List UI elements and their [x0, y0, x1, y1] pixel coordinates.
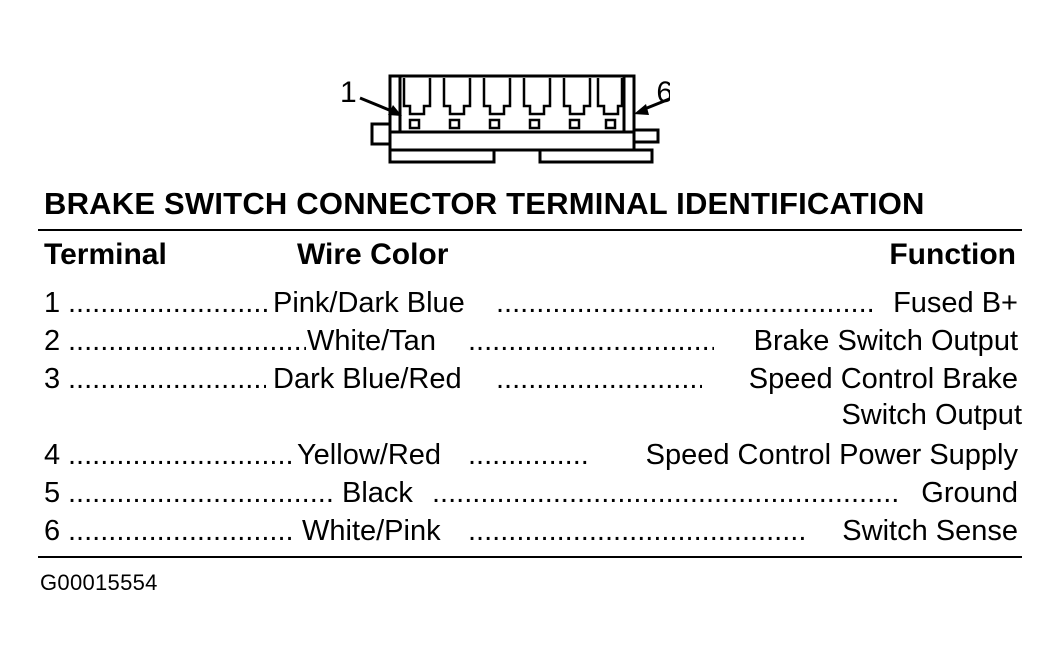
pin-1-arrow	[359, 96, 402, 116]
divider-bottom	[38, 556, 1022, 558]
terminal-number: 4	[44, 439, 61, 471]
terminal-number: 2	[44, 325, 61, 357]
figure-id: G00015554	[40, 570, 158, 595]
table-row: 3 ......................................…	[44, 360, 1018, 398]
table-row: 1 ......................................…	[44, 284, 1018, 322]
header-function: Function	[889, 238, 1016, 271]
table-row: 2 ......................................…	[44, 322, 1018, 360]
connector-housing	[370, 74, 660, 164]
header-terminal: Terminal	[44, 238, 167, 271]
leader-dots: ........................................…	[468, 325, 714, 357]
pin-1-label: 1	[340, 76, 357, 109]
terminal-cavity-3	[482, 78, 512, 130]
function-continuation: Switch Output	[841, 399, 1022, 431]
terminal-cavity-1	[402, 78, 432, 130]
function: Fused B+	[893, 287, 1018, 319]
terminal-number: 1	[44, 287, 61, 319]
leader-dots: ..............................	[468, 439, 590, 471]
connector-diagram: 1 6	[340, 74, 670, 164]
header-wire-color: Wire Color	[297, 238, 449, 271]
wire-color: Pink/Dark Blue	[273, 287, 465, 319]
terminal-number: 6	[44, 515, 61, 547]
function: Speed Control Brake	[748, 363, 1018, 395]
terminal-cavity-2	[442, 78, 472, 130]
leader-dots: ........................................…	[68, 477, 334, 509]
function: Speed Control Power Supply	[645, 439, 1018, 471]
leader-dots: ........................................…	[68, 515, 294, 547]
table-row: 5 ......................................…	[44, 474, 1018, 512]
table-title: BRAKE SWITCH CONNECTOR TERMINAL IDENTIFI…	[44, 186, 925, 221]
terminal-number: 3	[44, 363, 61, 395]
leader-dots: ........................................…	[432, 477, 902, 509]
terminal-number: 5	[44, 477, 61, 509]
wire-color: White/Tan	[307, 325, 436, 357]
divider-top	[38, 229, 1022, 231]
leader-dots: ........................................…	[496, 363, 702, 395]
terminal-cavity-6	[596, 78, 624, 130]
function: Brake Switch Output	[753, 325, 1018, 357]
terminal-cavity-5	[562, 78, 592, 130]
leader-dots: ........................................…	[68, 325, 306, 357]
wire-color: Dark Blue/Red	[273, 363, 462, 395]
leader-dots: ........................................…	[468, 515, 808, 547]
wire-color: White/Pink	[302, 515, 441, 547]
leader-dots: ........................................…	[68, 287, 272, 319]
terminal-cavity-4	[522, 78, 552, 130]
wire-color: Black	[342, 477, 413, 509]
leader-dots: ........................................…	[496, 287, 872, 319]
table-row: 6 ......................................…	[44, 512, 1018, 550]
function: Switch Sense	[842, 515, 1018, 547]
leader-dots: ........................................…	[68, 363, 266, 395]
terminal-cavities	[402, 78, 624, 130]
function: Ground	[921, 477, 1018, 509]
pin-6-arrow	[634, 97, 670, 115]
leader-dots: ........................................…	[68, 439, 296, 471]
table-row: 4 ......................................…	[44, 436, 1018, 474]
wire-color: Yellow/Red	[297, 439, 442, 471]
